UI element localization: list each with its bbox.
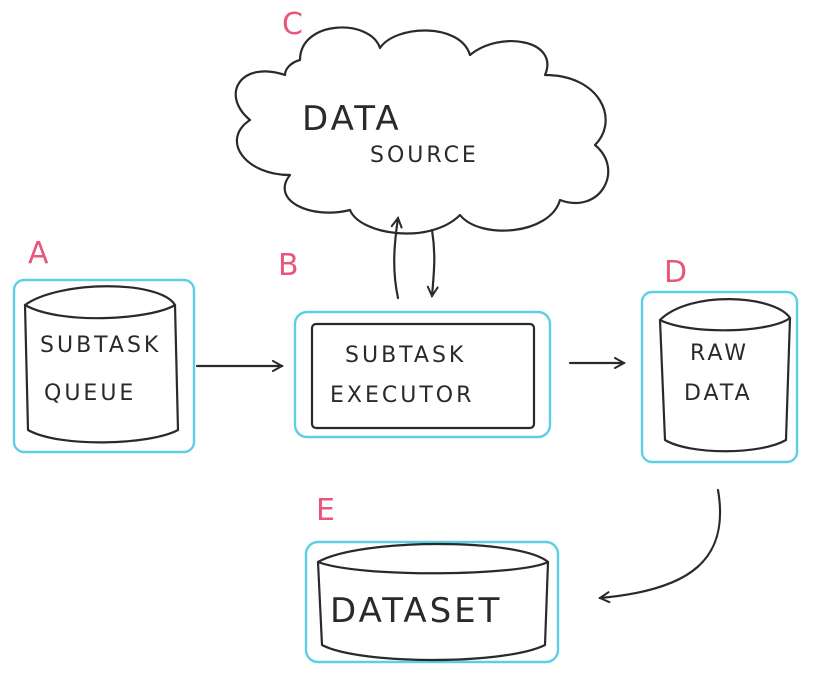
subtask-executor-line2: EXECUTOR [330,383,474,408]
raw-data-top [658,316,792,332]
subtask-queue-highlight [12,278,196,454]
dataset-cylinder [316,542,550,662]
label-c: C [282,7,303,42]
arrow-executor-to-source [394,218,398,300]
data-source-line2: SOURCE [370,143,479,168]
raw-data-line2: DATA [684,381,753,406]
dataset-line1: DATASET [330,591,502,631]
subtask-executor-highlight [293,310,552,439]
subtask-executor-line1: SUBTASK [345,343,466,368]
arrow-source-to-executor [432,228,434,296]
subtask-queue-line1: SUBTASK [40,333,161,358]
raw-data-cylinder [658,298,792,453]
raw-data-highlight [640,290,799,464]
label-b: B [278,248,299,283]
arrow-raw-data-to-dataset [600,488,722,598]
raw-data-line1: RAW [690,341,749,366]
subtask-executor-box [310,322,536,430]
subtask-queue-top [23,303,177,320]
dataset-highlight [304,540,560,664]
label-d: D [664,255,687,290]
label-a: A [28,236,49,271]
subtask-queue-line2: QUEUE [44,381,136,406]
dataset-top [316,560,550,575]
data-source-line1: DATA [302,99,402,139]
subtask-queue-cylinder [23,285,180,444]
label-e: E [316,493,335,528]
data-source-cloud [234,26,610,235]
